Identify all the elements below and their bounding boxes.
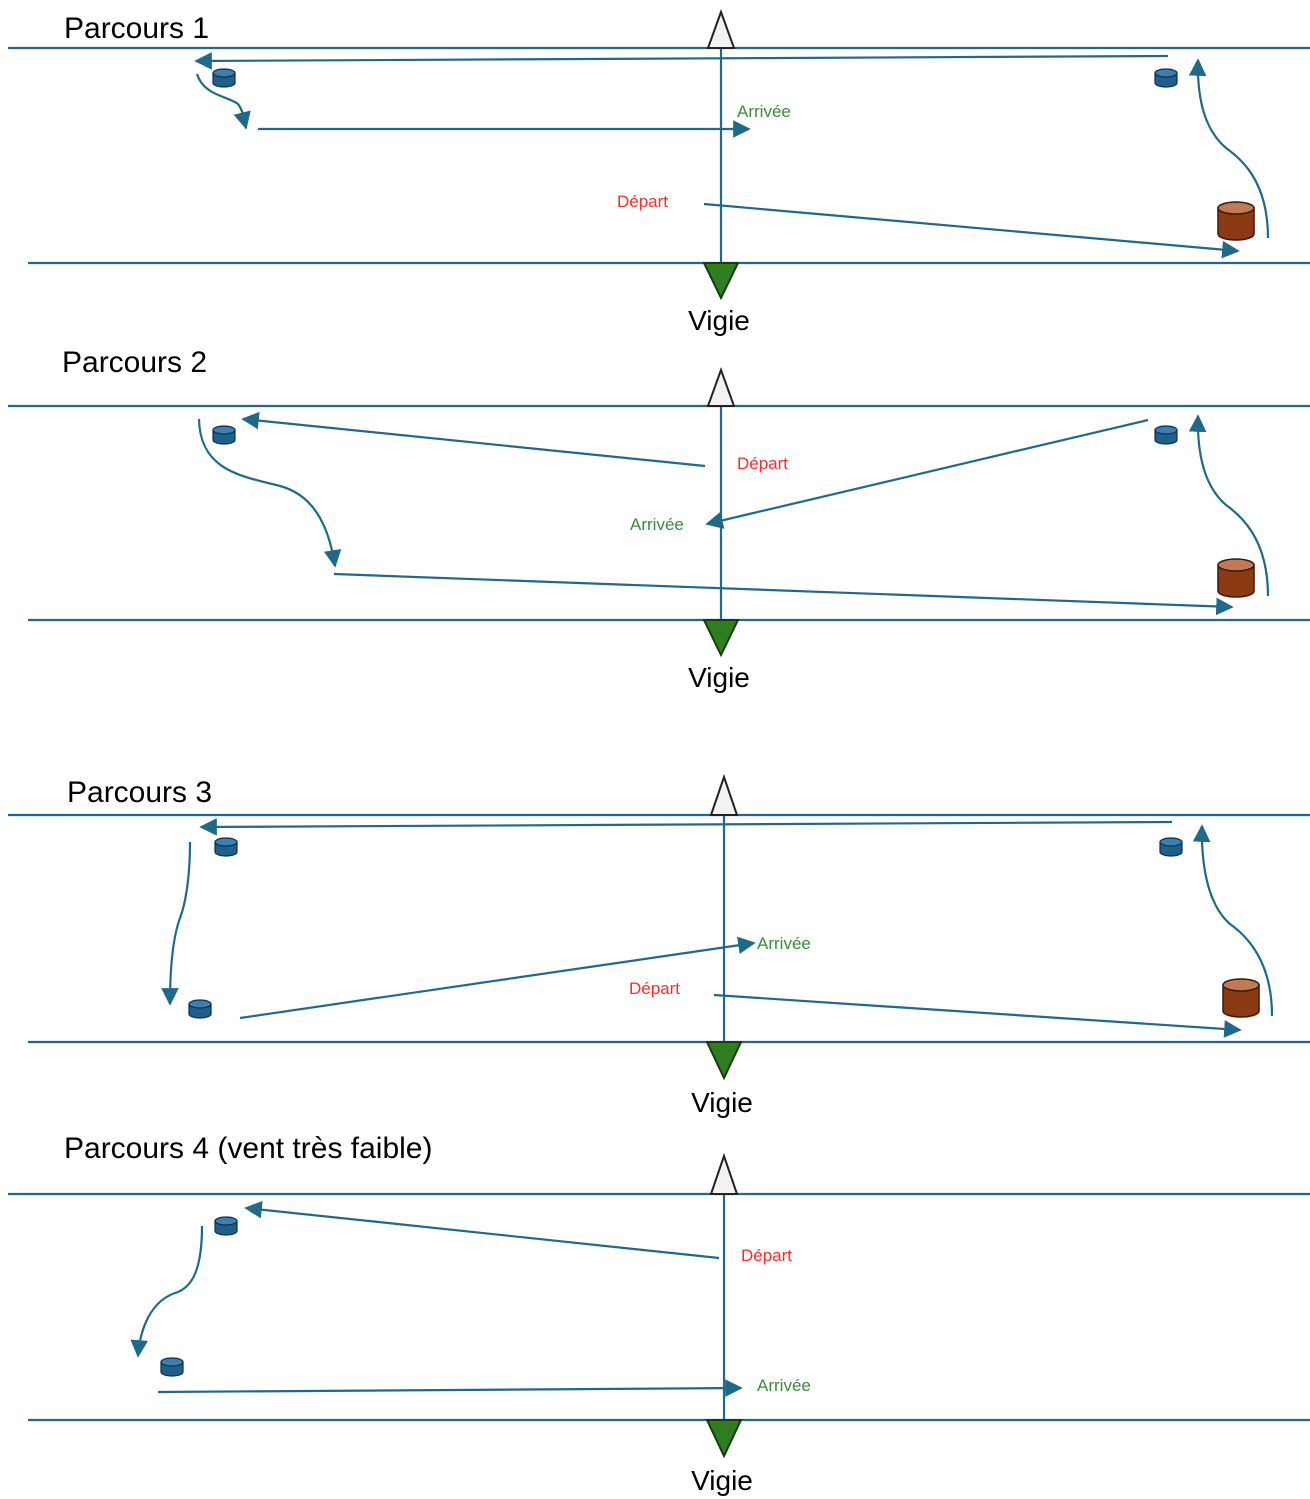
small-buoy-icon: [160, 1357, 184, 1377]
course-2-depart-label: Départ: [737, 454, 788, 473]
course-2-title: Parcours 2: [62, 346, 207, 379]
course-3-vigie-label: Vigie: [691, 1087, 753, 1118]
course-3-route-finish: [239, 936, 756, 1020]
course-1-route-gate: [195, 73, 251, 130]
large-buoy-icon: [1217, 201, 1255, 241]
top-triangle-icon: [706, 367, 736, 407]
course-3-route-gate: [161, 841, 192, 1006]
small-buoy-icon: [214, 837, 238, 857]
small-buoy-icon: [212, 425, 236, 445]
course-2-route-finish: [705, 418, 1149, 529]
top-triangle-icon: [709, 1152, 739, 1195]
course-2-arrivee-label: Arrivée: [630, 515, 684, 534]
course-4: Parcours 4 (vent très faible) Vigie Dépa…: [8, 1132, 1310, 1496]
course-3: Parcours 3 Vigie Départ Arrivée: [8, 773, 1310, 1118]
course-2-route-downwind: [333, 572, 1234, 616]
course-3-title: Parcours 3: [67, 776, 212, 809]
course-3-arrivee-label: Arrivée: [757, 934, 811, 953]
top-triangle-icon: [709, 773, 739, 816]
course-4-route-depart: [244, 1200, 720, 1260]
course-1-route-depart: [703, 202, 1240, 259]
small-buoy-icon: [1154, 425, 1178, 445]
course-1-vigie-label: Vigie: [688, 305, 750, 336]
course-3-depart-label: Départ: [629, 979, 680, 998]
small-buoy-icon: [212, 68, 236, 88]
course-1-route-upwind: [194, 52, 1169, 70]
course-2-route-depart: [241, 411, 706, 468]
course-1-depart-label: Départ: [617, 192, 668, 211]
course-2-vigie-label: Vigie: [688, 662, 750, 693]
course-1-route-mark-rounding: [1188, 58, 1270, 239]
course-2-route-mark-rounding: [1188, 414, 1270, 597]
course-1: Parcours 1 Vigie Départ Arrivée: [8, 9, 1310, 336]
course-4-route-finish: [157, 1379, 743, 1397]
course-4-depart-label: Départ: [741, 1246, 792, 1265]
large-buoy-icon: [1222, 978, 1260, 1018]
course-4-route-gate: [130, 1225, 204, 1358]
small-buoy-icon: [188, 999, 212, 1019]
course-4-arrivee-label: Arrivée: [757, 1376, 811, 1395]
large-buoy-icon: [1217, 558, 1255, 598]
small-buoy-icon: [214, 1216, 238, 1236]
vigie-triangle-icon: [702, 619, 740, 658]
course-4-vigie-label: Vigie: [691, 1465, 753, 1496]
course-3-route-upwind: [199, 818, 1173, 836]
small-buoy-icon: [1154, 68, 1178, 88]
vigie-triangle-icon: [705, 1041, 743, 1081]
vigie-triangle-icon: [705, 1419, 743, 1459]
course-3-route-mark-rounding: [1192, 824, 1274, 1017]
vigie-triangle-icon: [702, 262, 740, 301]
course-2-route-gate: [197, 418, 342, 568]
course-4-title: Parcours 4 (vent très faible): [64, 1132, 432, 1165]
top-triangle-icon: [706, 9, 736, 49]
course-1-arrivee-label: Arrivée: [737, 102, 791, 121]
course-2: Parcours 2 Vigie Départ Arrivée: [8, 346, 1310, 693]
course-3-route-depart: [713, 993, 1242, 1038]
course-1-title: Parcours 1: [64, 12, 209, 45]
small-buoy-icon: [1159, 837, 1183, 857]
